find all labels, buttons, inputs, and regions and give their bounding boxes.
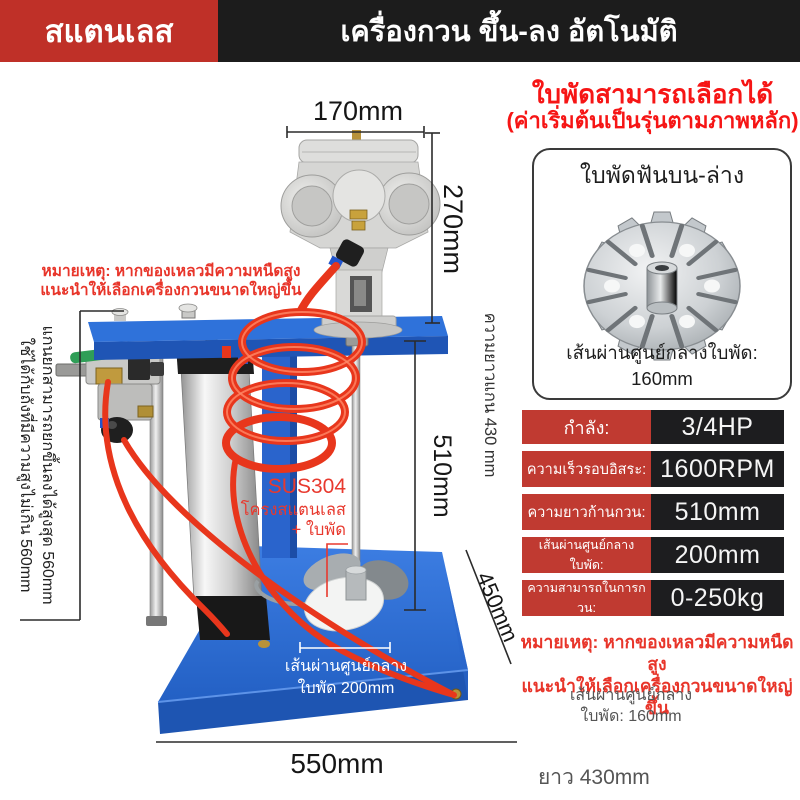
dim-550mm-label: 550mm: [290, 748, 384, 779]
note-line2: แนะนำให้เลือกเครื่องกวนขนาดใหญ่ขึ้น: [521, 675, 793, 718]
table-row: เส้นผ่านศูนย์กลางใบพัด: 200mm: [522, 537, 784, 573]
dim-axis-430-label: ความยาวแกน 430 mm: [481, 312, 499, 478]
page-title: เครื่องกวน ขึ้น-ลง อัตโนมัติ: [340, 16, 678, 48]
impeller-diameter-note: เส้นผ่านศูนย์กลาง ใบพัด: 160mm: [558, 686, 704, 728]
dim-510mm-line: [404, 340, 426, 611]
impeller-hub: [646, 261, 678, 315]
table-row: ความเร็วรอบอิสระ: 1600RPM: [522, 451, 784, 487]
length-430-label: ยาว 430mm: [538, 766, 650, 789]
dim-200mm-line: [299, 642, 391, 653]
spec-label: เส้นผ่านศูนย์กลางใบพัด:: [522, 537, 651, 573]
sus-line2: โครงสแตนเลส: [240, 500, 346, 519]
dim-200mm-label: เส้นผ่านศูนย์กลาง ใบพัด 200mm: [278, 656, 414, 699]
impeller-choice-heading: ใบพัดสามารถเลือกได้ (ค่าเริ่มต้นเป็นรุ่น…: [505, 79, 800, 134]
dim-560mm-line: [20, 310, 124, 621]
header-brand-badge: สแตนเลส: [0, 0, 218, 62]
spec-label: ความเร็วรอบอิสระ:: [522, 451, 651, 487]
sus-line1: SUS304: [267, 475, 346, 498]
spec-label: ความสามารถในการกวน:: [522, 580, 651, 616]
sus-pointer-line: [326, 543, 348, 597]
impeller-slots: [586, 223, 738, 349]
coiled-hose: [222, 262, 457, 698]
sus304-callout: SUS304 โครงสแตนเลส + ใบพัด: [236, 474, 346, 540]
dim-510mm-label: 510mm: [428, 434, 456, 518]
table-row: ความสามารถในการกวน: 0-250kg: [522, 580, 784, 616]
note-line1: หมายเหตุ: หากของเหลวมีความหนืดสูง: [520, 632, 794, 674]
sus-line3: + ใบพัด: [291, 520, 346, 539]
viscosity-note-left: หมายเหตุ: หากของเหลวมีความหนืดสูง แนะนำใ…: [40, 262, 302, 301]
spec-label: กำลัง:: [522, 410, 651, 444]
table-row: กำลัง: 3/4HP: [522, 410, 784, 444]
air-valve-assembly: [55, 347, 164, 443]
lift-line1: แกนยกสามารถยกขึ้นลงได้สูงสุด 560mm: [39, 325, 56, 605]
dim-170mm-label: 170mm: [312, 96, 404, 126]
note-line2: แนะนำให้เลือกเครื่องกวนขนาดใหญ่ขึ้น: [40, 282, 302, 300]
air-coupler: [55, 363, 91, 377]
spec-value: 3/4HP: [651, 410, 784, 444]
dimension-lines: [20, 126, 517, 743]
viscosity-note-right: หมายเหตุ: หากของเหลวมีความหนืดสูง แนะนำใ…: [514, 632, 800, 720]
cylinder-foot: [196, 596, 270, 640]
heading-line2: (ค่าเริ่มต้นเป็นรุ่นตามภาพหลัก): [506, 108, 799, 134]
plate-bolt: [178, 303, 198, 319]
impeller-image: [583, 211, 741, 361]
impeller-holes: [604, 243, 720, 329]
spec-value: 1600RPM: [651, 451, 784, 487]
table-row: ความยาวก้านกวน: 510mm: [522, 494, 784, 530]
lift-line2: ใช้ได้กับถังที่มีความสูงไม่เกิน 560mm: [17, 337, 35, 593]
prop-dia-line2: ใบพัด 200mm: [297, 679, 395, 697]
impeller-inset-card: ใบพัดฟันบน-ล่าง: [532, 148, 792, 400]
impeller-dia-line2: ใบพัด: 160mm: [580, 707, 682, 725]
prop-dia-line1: เส้นผ่านศูนย์กลาง: [284, 658, 408, 675]
dim-lift-560-label: แกนยกสามารถยกขึ้นลงได้สูงสุด 560mm ใช้ได…: [14, 300, 58, 630]
spec-value: 0-250kg: [651, 580, 784, 616]
inset-caption: เส้นผ่านศูนย์กลางใบพัด: 160mm: [566, 342, 758, 389]
heading-line1: ใบพัดสามารถเลือกได้: [531, 79, 774, 109]
note-line1: หมายเหตุ: หากของเหลวมีความหนืดสูง: [41, 263, 301, 280]
spec-value: 200mm: [651, 537, 784, 573]
spec-table: กำลัง: 3/4HP ความเร็วรอบอิสระ: 1600RPM ค…: [522, 410, 784, 623]
header-bar: สแตนเลส เครื่องกวน ขึ้น-ลง อัตโนมัติ: [0, 0, 800, 62]
dim-450mm-line: [465, 549, 512, 665]
air-motor: [280, 130, 441, 339]
dim-270mm-label: 270mm: [438, 183, 468, 275]
dim-170mm-line: [286, 126, 425, 138]
dim-270mm-line: [425, 132, 440, 324]
spec-label: ความยาวก้านกวน:: [522, 494, 651, 530]
air-hoses: [102, 262, 457, 698]
impeller-dia-line1: เส้นผ่านศูนย์กลาง: [569, 687, 693, 704]
spec-value: 510mm: [651, 494, 784, 530]
inset-title: ใบพัดฟันบน-ล่าง: [579, 162, 745, 188]
